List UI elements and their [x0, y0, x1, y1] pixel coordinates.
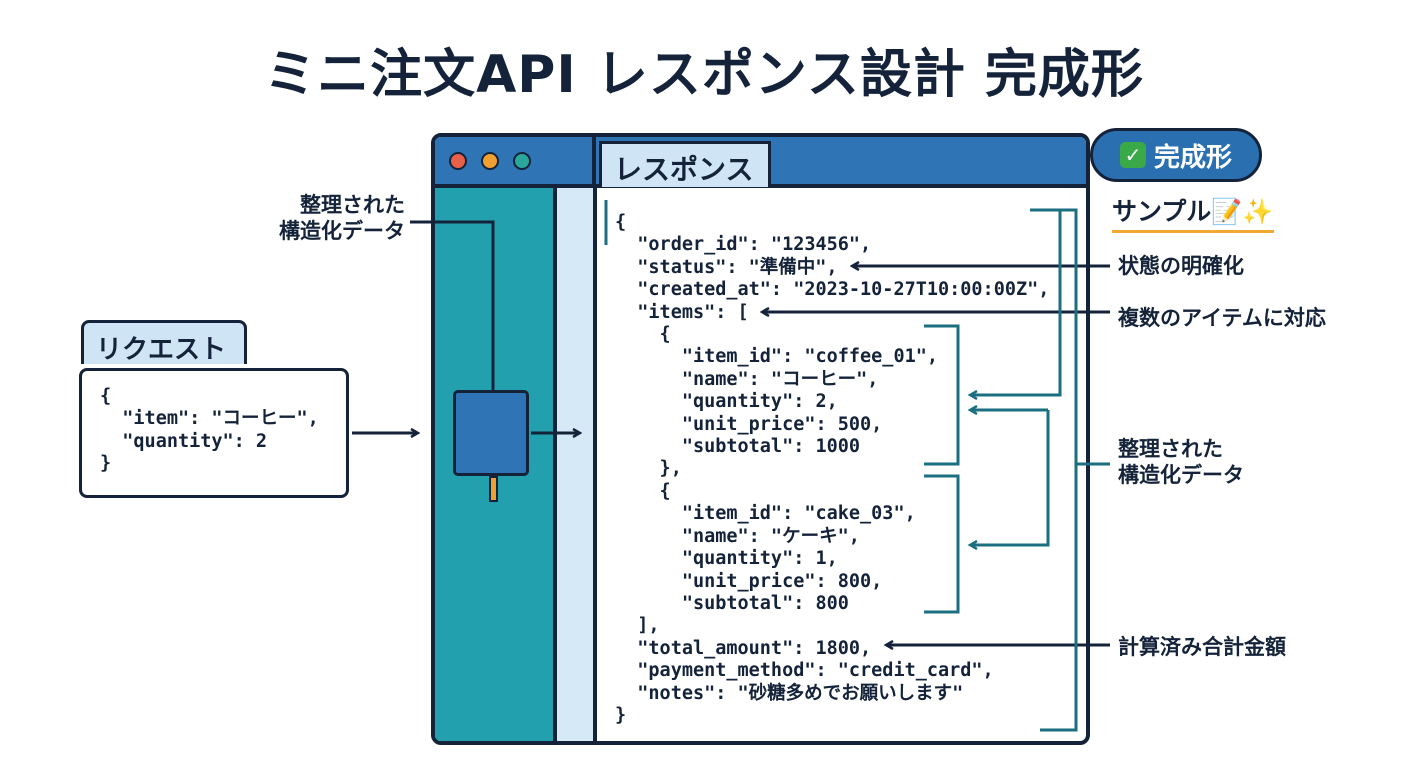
response-tab[interactable]: レスポンス: [599, 141, 771, 187]
window-close-dot[interactable]: [449, 152, 467, 170]
window-minimize-dot[interactable]: [481, 152, 499, 170]
left-structured-line-1: 整理された: [300, 193, 405, 217]
response-code: { "order_id": "123456", "status": "準備中",…: [615, 212, 1050, 726]
processor-block: [453, 390, 529, 476]
processor-plug: [489, 476, 498, 502]
request-card: [79, 368, 349, 498]
status-callout: 状態の明確化: [1118, 254, 1244, 278]
response-window: レスポンス { "order_id": "123456", "status": …: [431, 133, 1090, 745]
left-structured-line-2: 構造化データ: [279, 219, 405, 243]
request-code: { "item": "コーヒー", "quantity": 2 }: [100, 386, 319, 475]
item1-bracket: [924, 324, 960, 466]
right-structured-line-1: 整理された: [1118, 437, 1223, 461]
left-structured-callout: 整理された 構造化データ: [255, 192, 405, 244]
check-icon: ✓: [1119, 142, 1146, 168]
sidebar-divider: [553, 188, 557, 741]
item2-link-arrow: [970, 410, 1050, 545]
window-maximize-dot[interactable]: [513, 152, 531, 170]
badge-label: 完成形: [1153, 142, 1232, 173]
total-callout: 計算済み合計金額: [1118, 635, 1286, 659]
page-title: ミニ注文API レスポンス設計 完成形: [264, 45, 1144, 105]
items-callout: 複数のアイテムに対応: [1118, 306, 1326, 330]
request-tab: リクエスト: [81, 320, 247, 365]
right-structured-callout: 整理された 構造化データ: [1118, 436, 1244, 488]
code-gutter: [557, 188, 593, 741]
title-bar-divider: [592, 137, 596, 188]
gutter-divider: [593, 188, 597, 741]
right-structured-line-2: 構造化データ: [1118, 463, 1244, 487]
sample-label: サンプル📝✨: [1112, 192, 1274, 233]
left-callout-connector: [410, 220, 495, 390]
item2-bracket: [924, 474, 960, 614]
complete-badge: ✓ 完成形: [1090, 128, 1262, 182]
item1-link-arrow: [970, 210, 1062, 395]
outer-bracket: [1030, 208, 1078, 732]
